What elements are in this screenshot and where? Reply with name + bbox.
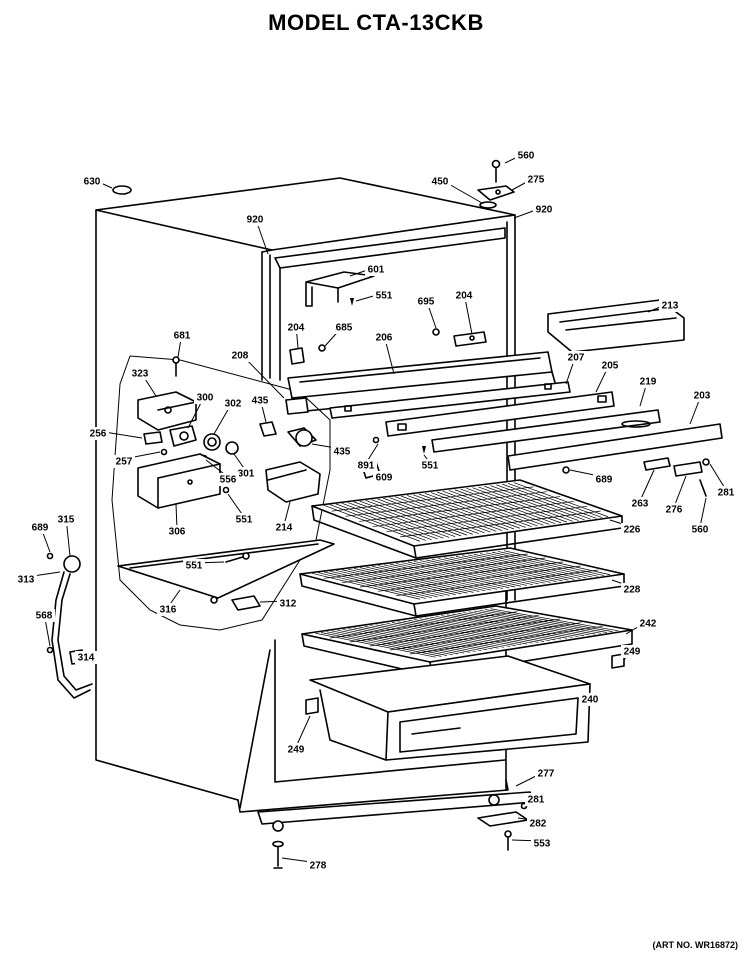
callout-label-219: 219: [640, 377, 657, 388]
callout-label-256: 256: [90, 429, 107, 440]
callout-label-302: 302: [225, 399, 242, 410]
callout-labels: 560 630 450 275 920 920 601 551 695 204 213 204 685 2…: [15, 149, 737, 872]
callout-leader-281a: [709, 463, 727, 491]
callout-leader-263: [639, 469, 655, 502]
callout-label-257: 257: [116, 457, 133, 468]
callout-label-226: 226: [624, 525, 641, 536]
callout-label-205: 205: [602, 361, 619, 372]
callout-label-560a: 560: [518, 151, 535, 162]
callout-label-551c: 551: [236, 515, 253, 526]
callout-label-435b: 435: [334, 447, 351, 458]
callout-label-556: 556: [220, 475, 237, 486]
callout-label-568: 568: [36, 611, 53, 622]
callout-label-450: 450: [432, 177, 449, 188]
callout-label-609: 609: [376, 473, 393, 484]
callout-label-204b: 204: [288, 323, 305, 334]
callout-label-306: 306: [169, 527, 186, 538]
callout-label-240: 240: [582, 695, 599, 706]
callout-label-300: 300: [197, 393, 214, 404]
callout-label-214: 214: [276, 523, 293, 534]
callout-label-275: 275: [528, 175, 545, 186]
shelf-226: [311, 479, 623, 559]
callout-label-681: 681: [174, 331, 191, 342]
callout-label-560b: 560: [692, 525, 709, 536]
top-parts: [112, 159, 723, 497]
callout-label-228: 228: [624, 585, 641, 596]
callout-label-281b: 281: [528, 795, 545, 806]
callout-label-316: 316: [160, 605, 177, 616]
callout-label-207: 207: [568, 353, 585, 364]
callout-label-689b: 689: [32, 523, 49, 534]
callout-leader-306: [175, 503, 178, 530]
callout-label-689a: 689: [596, 475, 613, 486]
callout-label-551d: 551: [186, 561, 203, 572]
crisper-drawer: [305, 653, 625, 761]
callout-label-891: 891: [358, 461, 375, 472]
callout-label-282: 282: [530, 819, 547, 830]
callout-label-208: 208: [232, 351, 249, 362]
callout-label-263: 263: [632, 499, 649, 510]
callout-leader-276: [673, 475, 687, 508]
refrigerator-cabinet: [95, 177, 535, 832]
callout-label-551b: 551: [422, 461, 439, 472]
callout-label-204a: 204: [456, 291, 473, 302]
callout-label-312: 312: [280, 599, 297, 610]
callout-label-630: 630: [84, 177, 101, 188]
callout-leader-249b: [295, 715, 311, 748]
callout-label-277: 277: [538, 769, 555, 780]
callout-label-301: 301: [238, 469, 255, 480]
callout-label-315: 315: [58, 515, 75, 526]
callout-label-551a: 551: [376, 291, 393, 302]
callout-label-203: 203: [694, 391, 711, 402]
callout-label-920b: 920: [536, 205, 553, 216]
callout-leader-560b: [699, 497, 707, 528]
callout-label-213: 213: [662, 301, 679, 312]
callout-label-695: 695: [418, 297, 435, 308]
callout-label-435a: 435: [252, 396, 269, 407]
callout-label-920a: 920: [247, 215, 264, 226]
shelf-228: [299, 547, 625, 617]
art-number: (ART NO. WR16872): [652, 940, 738, 950]
callout-label-313: 313: [18, 575, 35, 586]
callout-label-281a: 281: [718, 488, 735, 499]
callout-label-206: 206: [376, 333, 393, 344]
callout-label-249a: 249: [624, 647, 641, 658]
callout-label-278: 278: [310, 861, 327, 872]
callout-label-276: 276: [666, 505, 683, 516]
callout-label-249b: 249: [288, 745, 305, 756]
callout-label-242: 242: [640, 619, 657, 630]
callout-label-685: 685: [336, 323, 353, 334]
callout-label-314: 314: [78, 653, 95, 664]
callout-label-601: 601: [368, 265, 385, 276]
diagram-title: MODEL CTA-13CKB: [268, 10, 484, 35]
callout-label-553: 553: [534, 839, 551, 850]
callout-label-323: 323: [132, 369, 149, 380]
